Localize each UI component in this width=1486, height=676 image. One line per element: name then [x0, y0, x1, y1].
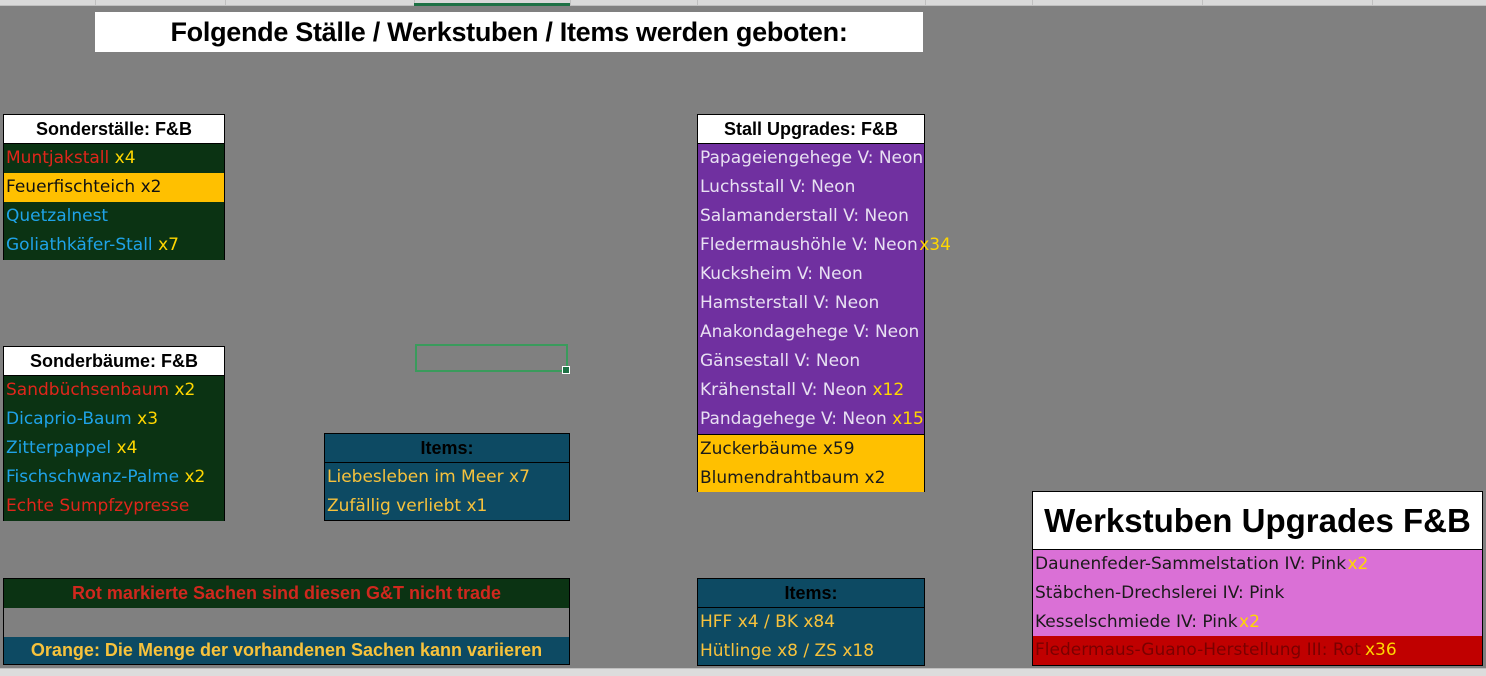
item-name: Luchsstall V: Neon	[700, 177, 856, 197]
item-qty: x34	[919, 235, 951, 255]
cell-luchsstall[interactable]: Luchsstall V: Neon	[698, 173, 924, 202]
selected-cell[interactable]	[415, 344, 570, 374]
cell-zufaellig-verliebt[interactable]: Zufällig verliebt x1	[325, 492, 569, 521]
sonderbaeume-table: Sonderbäume: F&B Sandbüchsenbaum x2 Dica…	[3, 346, 225, 521]
item-qty: x2	[140, 177, 162, 197]
legend-empty-row[interactable]	[4, 608, 569, 637]
item-qty: x7	[158, 235, 179, 255]
selected-column-indicator	[414, 3, 570, 6]
item-name: Sandbüchsenbaum	[6, 380, 170, 400]
cell-kucksheim[interactable]: Kucksheim V: Neon	[698, 260, 924, 289]
item-name: Muntjakstall	[6, 148, 110, 168]
cell-dicaprio-baum[interactable]: Dicaprio-Baum x3	[4, 405, 224, 434]
cell-kraehenstall[interactable]: Krähenstall V: Neon x12	[698, 376, 924, 405]
cell-hamsterstall[interactable]: Hamsterstall V: Neon	[698, 289, 924, 318]
item-name: Gänsestall V: Neon	[700, 351, 861, 371]
cell-fledermaushoehle[interactable]: Fledermaushöhle V: Neon x34	[698, 231, 951, 260]
cell-hff-bk[interactable]: HFF x4 / BK x84	[700, 612, 836, 632]
stall-upgrades-neon-list: Papageiengehege V: Neon Luchsstall V: Ne…	[698, 144, 951, 434]
item-name: Goliathkäfer-Stall	[6, 235, 153, 255]
item-name: Stäbchen-Drechslerei IV: Pink	[1035, 583, 1285, 603]
cell-blumendrahtbaum[interactable]: Blumendrahtbaum x2	[700, 468, 886, 488]
item-name: Pandagehege V: Neon	[700, 409, 887, 429]
item-qty: x2	[184, 467, 206, 487]
cell-goliathkaefer-stall[interactable]: Goliathkäfer-Stall x7	[4, 231, 224, 260]
item-name: Daunenfeder-Sammelstation IV: Pink	[1035, 554, 1347, 574]
items-table-2: Items: HFF x4 / BK x84 Hütlinge x8 / ZS …	[697, 578, 925, 666]
stall-upgrades-table: Stall Upgrades: F&B Papageiengehege V: N…	[697, 114, 951, 492]
cell-zuckerbaeume[interactable]: Zuckerbäume x59	[700, 439, 855, 459]
item-name: Papageiengehege V: Neon	[700, 148, 924, 168]
item-name: Krähenstall V: Neon	[700, 380, 868, 400]
item-name: Zitterpappel	[6, 438, 112, 458]
item-qty: x12	[872, 380, 905, 400]
item-qty: x2	[1239, 612, 1260, 632]
item-qty: x15	[892, 409, 924, 429]
cell-kesselschmiede[interactable]: Kesselschmiede IV: Pink x2	[1033, 608, 1482, 637]
werkstuben-header[interactable]: Werkstuben Upgrades F&B	[1033, 492, 1482, 550]
items-table-1: Items: Liebesleben im Meer x7 Zufällig v…	[324, 433, 570, 521]
column-header-strip	[0, 0, 1486, 6]
cell-daunenfeder[interactable]: Daunenfeder-Sammelstation IV: Pink x2	[1033, 550, 1482, 579]
item-name: Kucksheim V: Neon	[700, 264, 863, 284]
cell-papageiengehege[interactable]: Papageiengehege V: Neon	[698, 144, 924, 173]
item-qty: x4	[114, 148, 136, 168]
item-qty: x4	[116, 438, 138, 458]
item-qty: x3	[137, 409, 159, 429]
items-header-1[interactable]: Items:	[325, 434, 569, 463]
item-name: Fischschwanz-Palme	[6, 467, 180, 487]
cell-muntjakstall[interactable]: Muntjakstall x4	[4, 144, 224, 173]
werkstuben-pink-list: Daunenfeder-Sammelstation IV: Pink x2 St…	[1033, 550, 1482, 636]
werkstuben-upgrades-table: Werkstuben Upgrades F&B Daunenfeder-Samm…	[1032, 491, 1483, 666]
sonderstaelle-header[interactable]: Sonderställe: F&B	[4, 115, 224, 144]
cell-sandbuechsenbaum[interactable]: Sandbüchsenbaum x2	[4, 376, 224, 405]
item-name: Zufällig verliebt	[327, 496, 462, 516]
item-name: Salamanderstall V: Neon	[700, 206, 909, 226]
item-name: Hamsterstall V: Neon	[700, 293, 880, 313]
cell-liebesleben[interactable]: Liebesleben im Meer x7	[325, 463, 569, 492]
cell-fischschwanz-palme[interactable]: Fischschwanz-Palme x2	[4, 463, 224, 492]
legend-red-note[interactable]: Rot markierte Sachen sind diesen G&T nic…	[4, 579, 569, 608]
item-name: Feuerfischteich	[6, 177, 136, 197]
item-name: Dicaprio-Baum	[6, 409, 132, 429]
stall-upgrades-extra-list: Zuckerbäume x59 Blumendrahtbaum x2	[698, 434, 924, 492]
legend-box: Rot markierte Sachen sind diesen G&T nic…	[3, 578, 570, 665]
item-name: Fledermaushöhle V: Neon	[700, 235, 918, 255]
item-qty: x36	[1364, 640, 1397, 660]
item-qty: x2	[174, 380, 196, 400]
cell-echte-sumpfzypresse[interactable]: Echte Sumpfzypresse	[4, 492, 224, 521]
cell-huetlinge-zs[interactable]: Hütlinge x8 / ZS x18	[700, 641, 875, 661]
legend-orange-note[interactable]: Orange: Die Menge der vorhandenen Sachen…	[4, 637, 569, 664]
cell-anakondagehege[interactable]: Anakondagehege V: Neon	[698, 318, 924, 347]
item-qty: x7	[509, 467, 530, 487]
item-name: Kesselschmiede IV: Pink	[1035, 612, 1238, 632]
item-name: Echte Sumpfzypresse	[6, 496, 190, 516]
cell-feuerfischteich[interactable]: Feuerfischteich x2	[4, 173, 224, 202]
sonderstaelle-table: Sonderställe: F&B Muntjakstall x4 Feuerf…	[3, 114, 225, 260]
item-name: Anakondagehege V: Neon	[700, 322, 920, 342]
sheet-bottom-strip	[0, 668, 1486, 676]
item-name: Liebesleben im Meer	[327, 467, 504, 487]
sonderbaeume-header[interactable]: Sonderbäume: F&B	[4, 347, 224, 376]
cell-staebchen[interactable]: Stäbchen-Drechslerei IV: Pink	[1033, 579, 1482, 608]
cell-quetzalnest[interactable]: Quetzalnest	[4, 202, 224, 231]
item-qty: x2	[1347, 554, 1369, 574]
cell-salamanderstall[interactable]: Salamanderstall V: Neon	[698, 202, 924, 231]
cell-pandagehege[interactable]: Pandagehege V: Neon x15	[698, 405, 924, 434]
sheet-title[interactable]: Folgende Ställe / Werkstuben / Items wer…	[95, 12, 923, 52]
cell-zitterpappel[interactable]: Zitterpappel x4	[4, 434, 224, 463]
item-name: Quetzalnest	[6, 206, 109, 226]
cell-gaensestall[interactable]: Gänsestall V: Neon	[698, 347, 924, 376]
items-header-2[interactable]: Items:	[698, 579, 924, 608]
fill-handle[interactable]	[562, 366, 570, 374]
stall-upgrades-header[interactable]: Stall Upgrades: F&B	[698, 115, 924, 144]
item-qty: x1	[466, 496, 488, 516]
item-name: Fledermaus-Guano-Herstellung III: Rot	[1035, 640, 1361, 660]
